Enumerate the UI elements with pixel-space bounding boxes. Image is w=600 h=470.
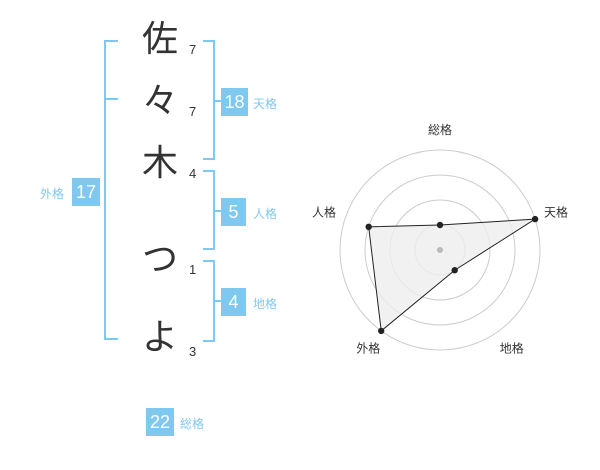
name-char-5: よ: [141, 317, 178, 358]
radar-point-2: [531, 215, 539, 223]
radar-point-3: [451, 267, 458, 274]
radar-axis-label: 総格: [428, 122, 452, 137]
chikaku-value: 4: [221, 288, 246, 316]
stroke-count-2: 7: [189, 104, 197, 119]
gaikaku-label: 外格: [40, 187, 65, 201]
radar-center-dot: [437, 247, 443, 253]
name-char-2: 々: [141, 81, 178, 122]
stroke-count-1: 7: [189, 42, 197, 57]
radar-polygon: [368, 218, 536, 332]
stroke-count-5: 3: [189, 344, 197, 359]
radar-axis-label: 外格: [356, 341, 380, 356]
radar-grid-ring: [339, 149, 541, 351]
radar-point-5: [365, 223, 372, 231]
name-char-3: 木: [141, 143, 178, 184]
tenkaku-value: 18: [221, 88, 248, 116]
soukaku-label: 総格: [180, 417, 205, 431]
radar-axis-label: 天格: [544, 204, 568, 219]
name-char-1: 佐: [141, 19, 178, 60]
name-char-4: つ: [141, 239, 178, 280]
radar-grid-ring: [364, 174, 516, 326]
radar-axis-label: 人格: [312, 204, 336, 219]
stroke-count-4: 1: [189, 262, 197, 277]
soukaku-value: 22: [146, 408, 174, 436]
radar-point-4: [378, 327, 385, 335]
jinkaku-value: 5: [221, 198, 246, 226]
jinkaku-label: 人格: [253, 207, 278, 221]
radar-shape: [365, 215, 539, 335]
gaikaku-value: 17: [72, 178, 100, 206]
radar-axis-label: 地格: [500, 341, 524, 356]
chikaku-label: 地格: [253, 297, 278, 311]
tenkaku-label: 天格: [253, 97, 278, 111]
stroke-count-3: 4: [189, 166, 197, 181]
radar-point-1: [436, 221, 444, 229]
